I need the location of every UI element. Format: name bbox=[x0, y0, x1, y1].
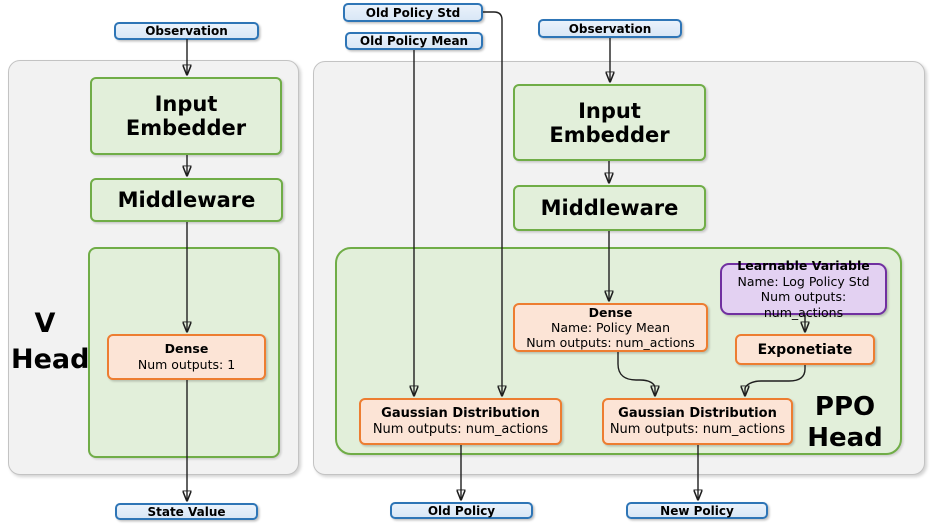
ppo-head-label-line2: Head bbox=[807, 423, 883, 453]
node-learnable-variable-line1: Name: Log Policy Std bbox=[737, 273, 870, 289]
node-old-policy-std: Old Policy Std bbox=[343, 3, 483, 22]
node-middleware-left: Middleware bbox=[90, 178, 283, 222]
node-learnable-variable: Learnable Variable Name: Log Policy Std … bbox=[720, 258, 887, 320]
node-dense-v-title: Dense bbox=[164, 341, 209, 356]
node-exponetiate: Exponetiate bbox=[735, 334, 875, 365]
node-observation-left: Observation bbox=[114, 22, 259, 40]
v-head-label: V Head bbox=[11, 306, 90, 378]
node-observation-right: Observation bbox=[538, 19, 682, 38]
node-dense-policy-mean-line2: Num outputs: num_actions bbox=[526, 335, 695, 350]
node-dense-v-line1: Num outputs: 1 bbox=[137, 357, 236, 372]
node-dense-policy-mean-title: Dense bbox=[588, 305, 633, 320]
node-learnable-variable-line2: Num outputs: num_actions bbox=[760, 289, 847, 320]
ppo-head-label-line1: PPO bbox=[814, 392, 876, 422]
v-head-label-line1: V bbox=[34, 308, 56, 339]
node-gaussian-old-title: Gaussian Distribution bbox=[381, 405, 540, 421]
node-old-policy: Old Policy bbox=[390, 502, 533, 519]
v-head-label-line2: Head bbox=[11, 344, 90, 375]
node-state-value: State Value bbox=[115, 503, 258, 520]
node-gaussian-old-line1: Num outputs: num_actions bbox=[372, 421, 549, 437]
node-middleware-right: Middleware bbox=[513, 185, 706, 231]
node-gaussian-new-title: Gaussian Distribution bbox=[618, 405, 777, 421]
node-new-policy: New Policy bbox=[626, 502, 768, 519]
ppo-head-label: PPO Head bbox=[799, 392, 891, 454]
node-dense-policy-mean: Dense Name: Policy Mean Num outputs: num… bbox=[513, 303, 708, 352]
node-gaussian-distribution-old: Gaussian Distribution Num outputs: num_a… bbox=[359, 398, 562, 445]
node-old-policy-mean: Old Policy Mean bbox=[345, 32, 483, 50]
node-gaussian-new-line1: Num outputs: num_actions bbox=[609, 421, 786, 437]
node-input-embedder-left: Input Embedder bbox=[90, 77, 282, 155]
node-input-embedder-right: Input Embedder bbox=[513, 84, 706, 161]
node-gaussian-distribution-new: Gaussian Distribution Num outputs: num_a… bbox=[602, 398, 793, 445]
node-dense-policy-mean-line1: Name: Policy Mean bbox=[550, 320, 671, 335]
node-learnable-variable-title: Learnable Variable bbox=[737, 258, 870, 273]
node-dense-v: Dense Num outputs: 1 bbox=[107, 334, 266, 380]
